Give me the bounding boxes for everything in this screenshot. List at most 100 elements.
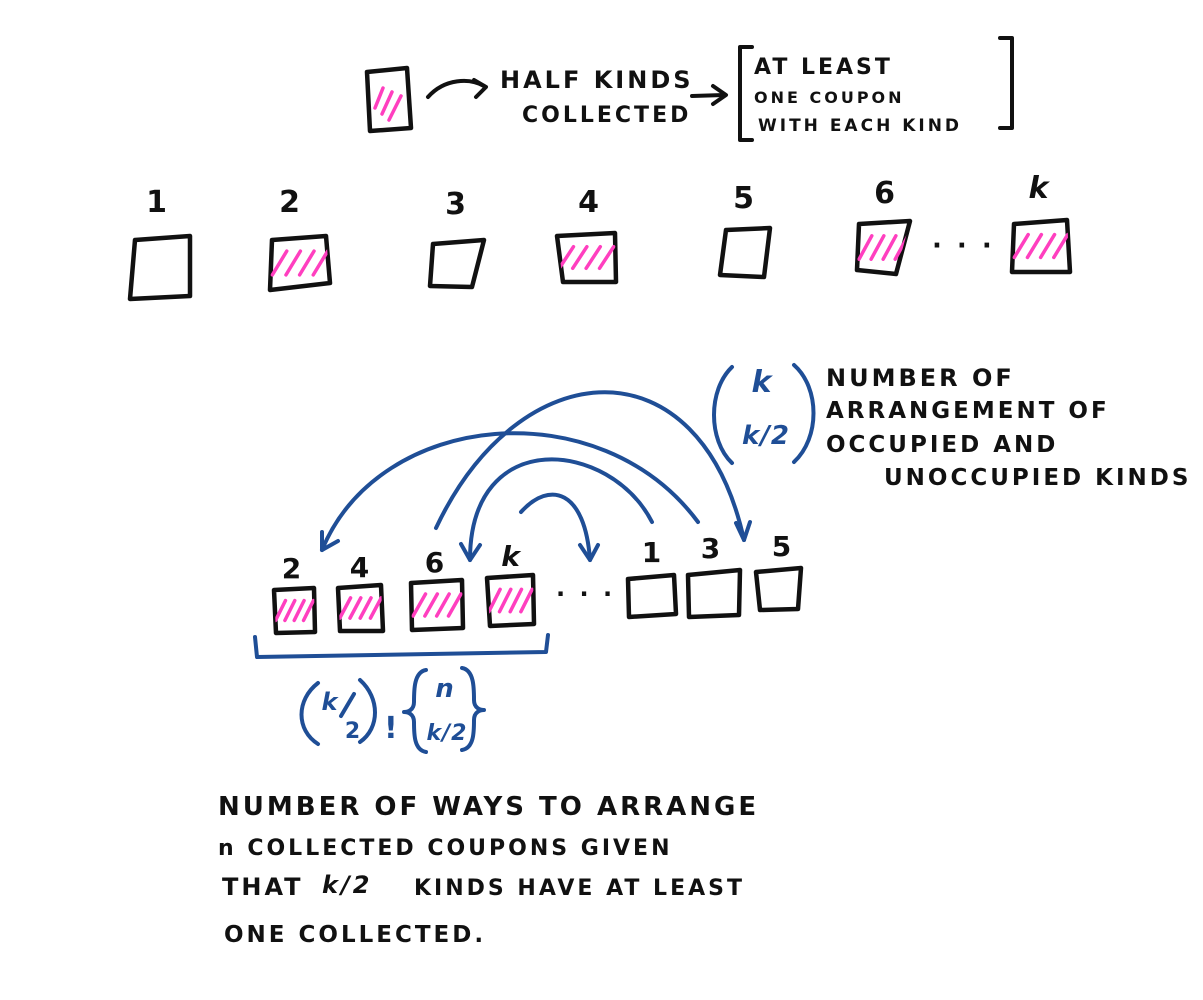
legend-label-line1: HALF KINDS — [500, 66, 694, 94]
bottom-row-label: 2 — [282, 552, 304, 585]
top-row-hatch-stroke — [869, 234, 886, 261]
binomial-note-line4: UNOCCUPIED KINDS — [884, 465, 1191, 491]
caption-line3-frac: k/2 — [322, 871, 372, 899]
top-row-hatch-stroke — [284, 249, 303, 277]
top-row-label: 5 — [733, 181, 757, 216]
top-row-box-shaded — [1009, 217, 1073, 275]
arc-1-to-6 — [468, 457, 654, 562]
factorial-slash — [339, 692, 356, 718]
legend-bracket-line1: AT LEAST — [754, 55, 893, 80]
binomial-coefficient: k k/2 — [712, 363, 816, 465]
top-row-hatch-stroke — [857, 234, 874, 261]
bottom-row-label: 6 — [425, 546, 447, 579]
bottom-row-box-empty — [685, 567, 743, 620]
top-row-hatch — [270, 249, 330, 277]
stirling-left-brace — [402, 668, 428, 754]
bottom-row-hatch-stroke — [487, 587, 502, 614]
bottom-row-hatch — [338, 596, 383, 620]
bottom-row-hatch-stroke — [434, 592, 451, 618]
caption: NUMBER OF WAYS TO ARRANGE n COLLECTED CO… — [218, 792, 756, 948]
bottom-row-box-empty — [753, 565, 804, 613]
binomial-bottom: k/2 — [742, 421, 790, 451]
top-row-ellipsis: · · · — [932, 231, 995, 261]
top-row-label: k — [1029, 171, 1052, 206]
top-row-label: 2 — [279, 185, 303, 220]
top-row-box-empty — [717, 225, 773, 280]
legend-bracket-line2: ONE COUPON — [754, 88, 905, 107]
top-row-hatch-stroke — [557, 244, 576, 271]
legend: HALF KINDS COLLECTED AT LEAST ONE COUPON… — [364, 36, 1014, 142]
bottom-row-label: 5 — [772, 530, 794, 563]
binomial-left-paren — [712, 365, 734, 465]
top-row-hatch-stroke — [270, 249, 289, 277]
factorial-right-paren — [358, 678, 377, 744]
bottom-row-hatch-stroke — [292, 598, 306, 623]
arc-3-to-2 — [320, 431, 700, 552]
caption-line4: ONE COLLECTED. — [224, 922, 486, 948]
top-row-hatch-stroke — [297, 249, 316, 277]
factorial-denominator: 2 — [345, 719, 361, 744]
bottom-row-hatch-stroke — [508, 587, 524, 614]
arc-1-to-6-head — [459, 542, 482, 562]
stirling-right-brace — [460, 666, 486, 752]
legend-arrow-2 — [690, 93, 726, 98]
bottom-row-hatch-stroke — [519, 587, 534, 614]
arc-k-to-gap-head — [578, 543, 600, 562]
bottom-row-hatch-stroke — [446, 592, 463, 618]
bottom-row-hatch-stroke — [497, 587, 513, 614]
bottom-row-hatch-stroke — [368, 596, 383, 620]
top-row-hatch-stroke — [597, 244, 616, 271]
factorial-mark: ! — [384, 711, 399, 746]
top-row-box-shaded — [267, 233, 333, 293]
top-row-hatch-stroke — [1038, 232, 1057, 260]
binomial-note-line2: ARRANGEMENT OF — [826, 398, 1110, 424]
stirling-bottom: k/2 — [427, 721, 468, 746]
bottom-row-label: 4 — [350, 551, 372, 584]
legend-bracket-line3: WITH EACH KIND — [758, 116, 962, 136]
legend-arrow-2-head — [711, 84, 728, 106]
factorial-numerator: k — [322, 688, 340, 716]
binomial-top: k — [752, 365, 774, 400]
top-row-hatch — [1012, 232, 1070, 260]
top-row-hatch-stroke — [1052, 232, 1070, 260]
top-row-hatch-stroke — [584, 244, 603, 271]
bottom-row-hatch-stroke — [348, 596, 363, 620]
caption-line2: n COLLECTED COUPONS GIVEN — [218, 836, 673, 861]
bottom-row-label: 1 — [642, 536, 664, 569]
bottom-row-ellipsis: · · · — [556, 580, 615, 608]
top-row-hatch-stroke — [881, 234, 898, 261]
top-row-hatch-stroke — [1012, 232, 1030, 260]
legend-hatch — [373, 86, 403, 122]
bottom-row-hatch-stroke — [358, 596, 373, 620]
bottom-row-hatch-stroke — [411, 592, 428, 618]
top-row-box-empty — [127, 233, 193, 302]
bottom-row-hatch-stroke — [423, 592, 440, 618]
bottom-row-hatch — [487, 587, 534, 614]
top-row-label: 3 — [445, 187, 469, 222]
legend-label-line2: COLLECTED — [522, 103, 691, 128]
top-row-box-empty — [427, 237, 487, 290]
caption-line3-a: THAT — [222, 873, 304, 901]
binomial-note-line1: NUMBER OF — [826, 364, 1015, 392]
bottom-row-label: 3 — [701, 532, 723, 565]
stirling-top: n — [435, 674, 455, 704]
bottom-row-hatch-stroke — [274, 598, 288, 623]
bottom-row-hatch-stroke — [283, 598, 297, 623]
binomial-note-line3: OCCUPIED AND — [826, 432, 1058, 458]
arc-6-to-3 — [434, 390, 746, 542]
bottom-row-hatch — [274, 598, 315, 623]
bottom-row-label: k — [501, 540, 523, 573]
rearrangement-arcs — [320, 390, 752, 562]
arc-3-to-2-head — [320, 530, 340, 552]
top-row-label: 4 — [578, 185, 602, 220]
bottom-row-hatch-stroke — [301, 598, 315, 623]
caption-line3-b: KINDS HAVE AT LEAST — [414, 876, 745, 901]
top-row-label: 6 — [874, 176, 898, 211]
factorial-left-paren — [299, 681, 320, 746]
count-formula: k 2 ! n k/2 — [299, 666, 486, 754]
top-row-hatch-stroke — [570, 244, 589, 271]
binomial-right-paren — [792, 363, 816, 464]
